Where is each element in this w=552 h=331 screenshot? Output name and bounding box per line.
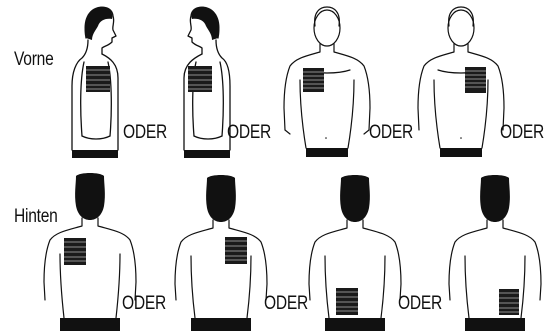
pad-icon bbox=[499, 289, 519, 315]
